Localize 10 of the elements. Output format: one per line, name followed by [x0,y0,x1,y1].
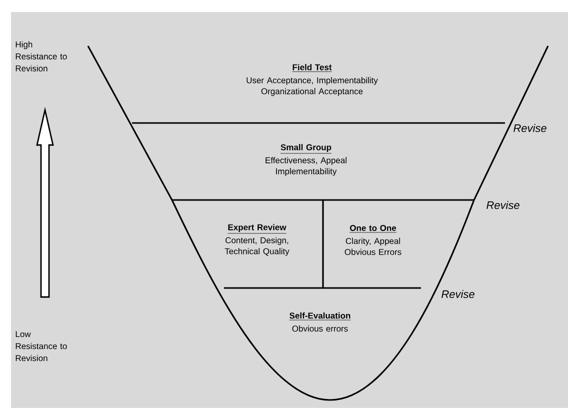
side-note: Low Resistance to Revision [16,331,67,362]
revise-label: Revise [514,124,546,132]
stage-label: Self-Evaluation Obvious errors [289,312,351,332]
stage-label: Small Group Effectiveness, Appeal Implementability [266,144,346,176]
stage-label: Field Test User Acceptance, Implementability Organizational Acceptance [246,64,378,96]
revise-label: Revise [442,290,474,298]
side-note: High Resistance to Revision [16,41,67,72]
stage-label: Expert Review Content, Design, Technical Quality [224,224,290,256]
stage-label: One to One Clarity, Appeal Obvious Errors [344,225,402,255]
revise-label: Revise [486,200,520,210]
